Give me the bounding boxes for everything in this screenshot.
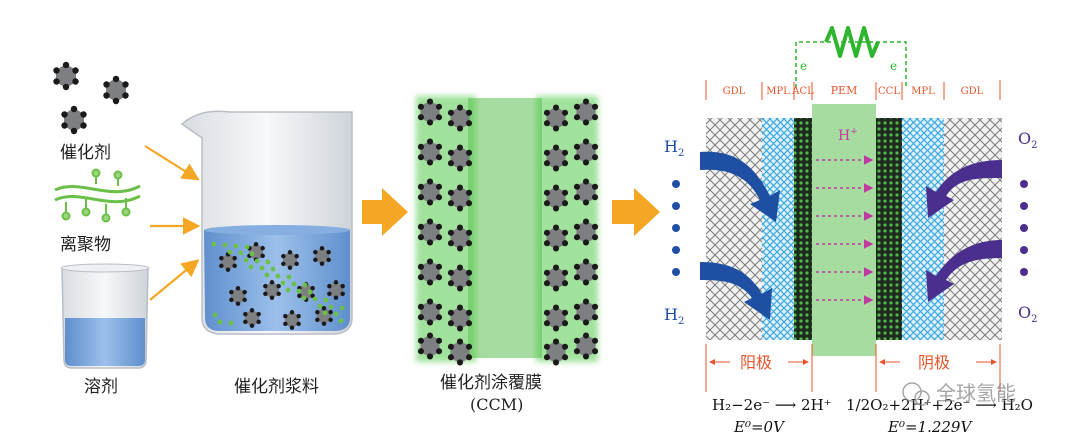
hydrogen-label-bottom: H2 xyxy=(664,305,684,327)
ccm-label-cn: 催化剂涂覆膜 xyxy=(440,373,542,393)
oxygen-label-top: O2 xyxy=(1018,129,1038,151)
layer-label-mpl: MPL xyxy=(911,86,935,97)
solvent-label: 溶剂 xyxy=(84,377,118,397)
catalyst-particles xyxy=(53,61,129,135)
fuel-cell: e e H+ xyxy=(664,26,1038,392)
hydrogen-label-top: H2 xyxy=(664,137,684,159)
anode-reaction: H₂−2e⁻ ⟶ 2H⁺ xyxy=(712,396,832,414)
catalyst-particle xyxy=(103,75,129,105)
catalyst-particle xyxy=(61,105,87,135)
input-arrows xyxy=(144,145,201,301)
layer-label-mpl: MPL xyxy=(766,86,790,97)
resistor-icon xyxy=(824,26,880,58)
cathode-gdl xyxy=(944,118,1002,340)
oxygen-flow: O2 O2 xyxy=(926,129,1038,325)
slurry-beaker xyxy=(180,110,353,335)
oxygen-label-bottom: O2 xyxy=(1018,303,1038,325)
cathode-potential: E⁰=1.229V xyxy=(887,418,973,436)
ionomer-strand xyxy=(54,168,141,223)
cathode-label: 阴极 xyxy=(918,353,950,372)
pem-membrane xyxy=(812,104,876,356)
layer-label-gdl: GDL xyxy=(723,86,746,97)
solvent-beaker xyxy=(60,263,150,369)
slurry-label: 催化剂浆料 xyxy=(234,377,319,397)
layer-label-gdl: GDL xyxy=(961,86,984,97)
hydrogen-flow: H2 H2 xyxy=(664,137,780,327)
layer-label-ccl: CCL xyxy=(878,86,900,97)
ionomer-label: 离聚物 xyxy=(60,235,111,255)
electron-label-left: e xyxy=(800,59,807,73)
ccm-label-en: (CCM) xyxy=(470,395,523,414)
anode-potential: E⁰=0V xyxy=(733,418,786,436)
catalyst-label: 催化剂 xyxy=(60,143,111,163)
anode-label: 阳极 xyxy=(740,353,772,372)
ccm-assembly xyxy=(416,96,599,366)
process-arrow xyxy=(362,188,408,236)
proton-label: H+ xyxy=(838,127,858,144)
catalyst-particle xyxy=(53,61,79,91)
wechat-icon xyxy=(902,382,922,402)
cathode-reaction: 1/2O₂+2H⁺+2e⁻ ⟶ H₂O xyxy=(846,396,1033,414)
process-arrow xyxy=(612,188,660,236)
cathode-mpl xyxy=(902,118,944,340)
layer-label-acl: ACL xyxy=(791,86,814,97)
cathode-catalyst-layer xyxy=(876,118,902,340)
watermark-text: 全球氢能 xyxy=(936,381,1016,405)
watermark: 全球氢能 xyxy=(902,381,1016,406)
electron-label-right: e xyxy=(890,59,897,73)
layer-label-pem: PEM xyxy=(831,84,858,97)
anode-catalyst-layer xyxy=(794,118,812,340)
